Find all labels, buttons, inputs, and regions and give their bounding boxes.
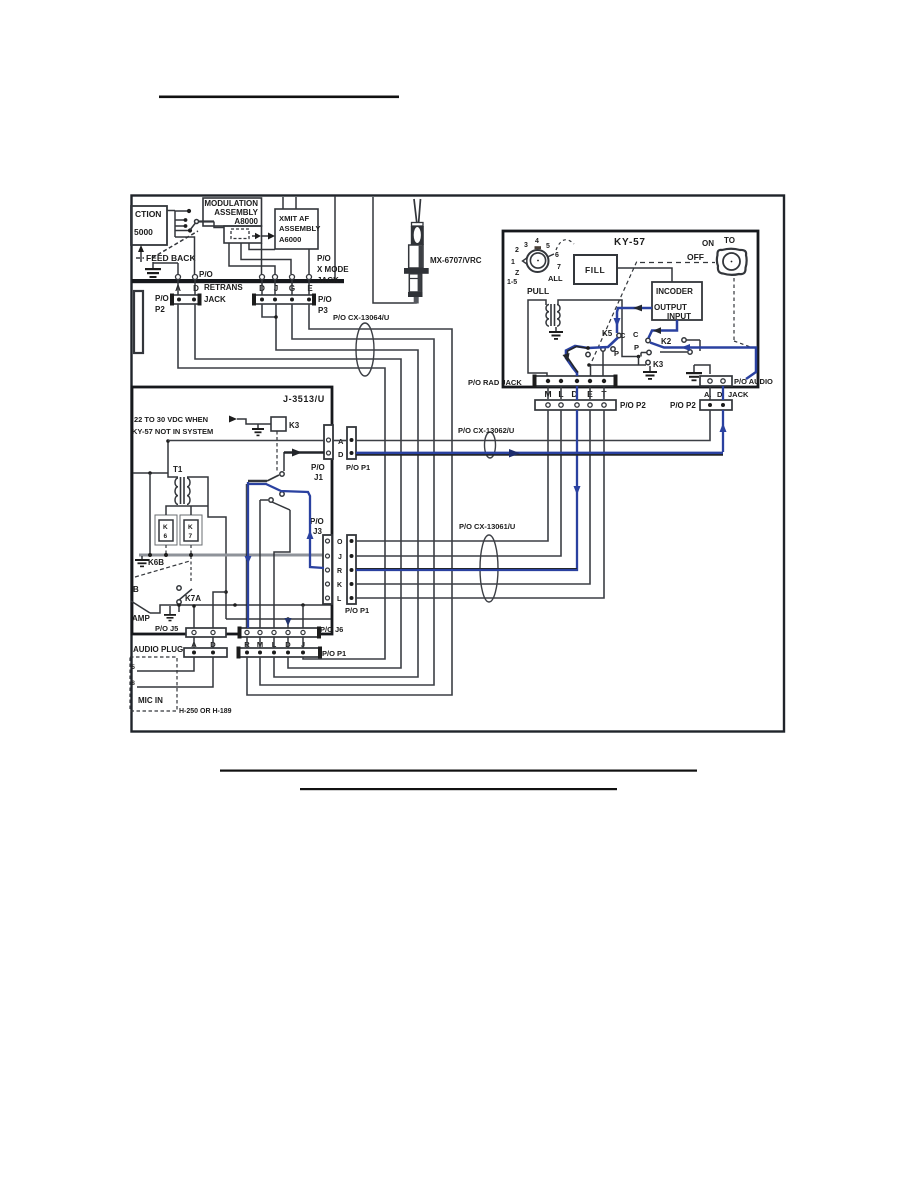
svg-text:OFF: OFF (687, 252, 704, 262)
svg-text:FILL: FILL (585, 265, 605, 275)
svg-text:P/O: P/O (199, 270, 213, 279)
svg-text:P/O: P/O (318, 295, 332, 304)
svg-text:AMP: AMP (132, 614, 150, 623)
svg-text:5: 5 (546, 243, 550, 250)
svg-text:8: 8 (132, 681, 136, 687)
svg-text:K6B: K6B (148, 558, 164, 567)
svg-text:A: A (338, 437, 344, 446)
svg-text:P: P (614, 349, 619, 358)
svg-text:K3: K3 (289, 421, 300, 430)
svg-text:ALL: ALL (548, 274, 563, 283)
svg-text:2: 2 (515, 247, 519, 254)
svg-text:T1: T1 (173, 465, 183, 474)
svg-text:J1: J1 (314, 473, 323, 482)
svg-text:7: 7 (557, 264, 561, 271)
svg-text:K: K (188, 524, 193, 531)
svg-text:K: K (163, 524, 168, 531)
svg-text:RETRANS: RETRANS (204, 283, 243, 292)
svg-text:1-5: 1-5 (507, 279, 517, 286)
svg-text:D: D (338, 450, 344, 459)
svg-text:P/O CX-13061/U: P/O CX-13061/U (459, 522, 515, 531)
svg-text:P: P (634, 343, 639, 352)
svg-text:P/O P1: P/O P1 (345, 606, 369, 615)
svg-text:5000: 5000 (134, 227, 153, 237)
svg-text:K: K (337, 582, 342, 589)
svg-text:P/O CX-13064/U: P/O CX-13064/U (333, 313, 389, 322)
svg-text:H-250 OR H-189: H-250 OR H-189 (179, 708, 232, 715)
svg-text:A8000: A8000 (234, 217, 258, 226)
svg-text:6: 6 (555, 252, 559, 259)
svg-text:C: C (620, 331, 626, 340)
svg-text:K3: K3 (653, 360, 664, 369)
svg-text:P/O AUDIO: P/O AUDIO (734, 377, 773, 386)
svg-text:JACK: JACK (728, 390, 749, 399)
svg-text:D: D (193, 284, 199, 293)
svg-text:D.: D. (717, 390, 725, 399)
svg-text:KY-57: KY-57 (614, 237, 646, 248)
svg-text:MX-6707/VRC: MX-6707/VRC (430, 256, 482, 265)
svg-text:MIC IN: MIC IN (138, 696, 163, 705)
svg-text:3: 3 (524, 242, 528, 249)
svg-text:4: 4 (535, 238, 539, 245)
svg-text:P/O: P/O (317, 254, 331, 263)
svg-text:O: O (337, 539, 343, 546)
svg-text:L: L (337, 596, 342, 603)
svg-text:K5: K5 (602, 329, 613, 338)
svg-text:K7A: K7A (185, 594, 201, 603)
svg-text:ON: ON (702, 239, 714, 248)
svg-text:X MODE: X MODE (317, 265, 349, 274)
svg-text:5: 5 (132, 665, 136, 671)
svg-text:P/O P1: P/O P1 (322, 649, 346, 658)
svg-text:P/O RAD JACK: P/O RAD JACK (468, 378, 522, 387)
svg-text:CTION: CTION (135, 209, 161, 219)
svg-text:INCODER: INCODER (656, 287, 693, 296)
svg-text:TO: TO (724, 236, 735, 245)
svg-text:P/O: P/O (310, 517, 324, 526)
svg-text:E: E (307, 284, 313, 293)
svg-text:P/O P2: P/O P2 (620, 401, 646, 410)
svg-text:P/O J6: P/O J6 (320, 625, 343, 634)
svg-text:INPUT: INPUT (667, 312, 691, 321)
svg-text:Z: Z (515, 270, 520, 277)
svg-text:R: R (337, 568, 342, 575)
svg-text:MODULATION: MODULATION (204, 199, 258, 208)
svg-text:7: 7 (189, 533, 193, 540)
svg-text:J: J (338, 554, 342, 561)
svg-text:6: 6 (164, 533, 168, 540)
svg-text:J3: J3 (313, 527, 322, 536)
svg-text:PULL: PULL (527, 286, 549, 296)
svg-text:ASSEMBLY: ASSEMBLY (279, 224, 321, 233)
svg-text:OUTPUT: OUTPUT (654, 303, 687, 312)
svg-text:FEED BACK: FEED BACK (146, 253, 196, 263)
svg-text:KY-57 NOT IN SYSTEM: KY-57 NOT IN SYSTEM (132, 427, 213, 436)
svg-text:P/O CX-13062/U: P/O CX-13062/U (458, 426, 514, 435)
svg-text:P/O: P/O (311, 463, 325, 472)
svg-text:A6000: A6000 (279, 235, 301, 244)
svg-text:JACK: JACK (317, 276, 339, 285)
svg-text:P3: P3 (318, 306, 328, 315)
svg-text:A.: A. (704, 390, 712, 399)
svg-text:ASSEMBLY: ASSEMBLY (214, 208, 258, 217)
svg-text:B: B (133, 585, 139, 594)
svg-text:C: C (633, 330, 639, 339)
svg-text:JACK: JACK (204, 295, 226, 304)
svg-text:K2: K2 (661, 337, 672, 346)
svg-text:P/O P1: P/O P1 (346, 463, 370, 472)
svg-text:P/O J5: P/O J5 (155, 624, 178, 633)
svg-text:22 TO 30 VDC WHEN: 22 TO 30 VDC WHEN (134, 415, 208, 424)
svg-text:P/O: P/O (155, 294, 169, 303)
svg-text:J-3513/U: J-3513/U (283, 394, 325, 404)
svg-text:J: J (274, 284, 278, 293)
svg-text:P/O P2: P/O P2 (670, 401, 696, 410)
svg-text:AUDIO PLUG: AUDIO PLUG (133, 645, 183, 654)
svg-text:D: D (571, 389, 577, 399)
svg-text:XMIT AF: XMIT AF (279, 214, 309, 223)
svg-text:P2: P2 (155, 305, 165, 314)
svg-text:1: 1 (511, 259, 515, 266)
